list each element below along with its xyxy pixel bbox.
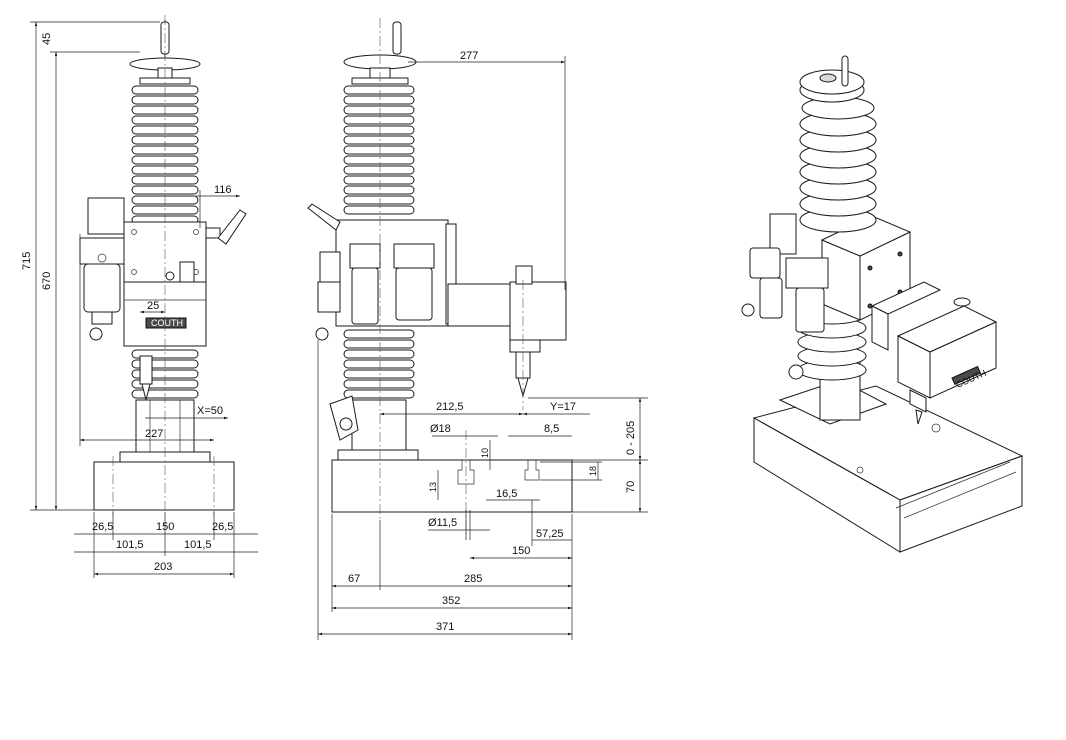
front-dimensions: 715 670 45 116 25 X=50 227 26,5 150 26,5… <box>21 21 258 578</box>
dim-150-side: 150 <box>512 545 530 557</box>
dim-352: 352 <box>442 595 460 607</box>
dim-101-5-right: 101,5 <box>184 539 212 551</box>
dim-212-5: 212,5 <box>436 401 464 413</box>
dim-y17: Y=17 <box>550 401 576 413</box>
dim-16-5: 16,5 <box>496 488 517 500</box>
dim-227: 227 <box>145 428 163 440</box>
dim-101-5-left: 101,5 <box>116 539 144 551</box>
dim-277: 277 <box>460 50 478 62</box>
dim-116: 116 <box>214 184 232 196</box>
side-dimensions: 277 212,5 Y=17 0 - 205 70 Ø18 8,5 10 18 … <box>317 50 648 640</box>
side-view <box>307 18 573 540</box>
dim-18: 18 <box>588 466 598 476</box>
dim-x50: X=50 <box>197 405 223 417</box>
isometric-view: COUTH <box>741 55 1024 553</box>
dim-715: 715 <box>21 252 33 270</box>
dim-150: 150 <box>156 521 174 533</box>
dim-d11-5: Ø11,5 <box>428 517 457 529</box>
dim-57-25: 57,25 <box>536 528 564 540</box>
dim-371: 371 <box>436 621 454 633</box>
dim-70: 70 <box>625 481 637 493</box>
dim-285: 285 <box>464 573 482 585</box>
front-view: COUTH <box>79 15 247 515</box>
dim-10: 10 <box>480 448 490 458</box>
dim-0-205: 0 - 205 <box>625 421 637 455</box>
dim-25: 25 <box>147 300 159 312</box>
front-brand-label: COUTH <box>151 318 183 328</box>
dim-d18: Ø18 <box>430 423 451 435</box>
dim-67: 67 <box>348 573 360 585</box>
dim-8-5: 8,5 <box>544 423 559 435</box>
dim-45: 45 <box>41 33 53 45</box>
dim-13: 13 <box>428 482 438 492</box>
dim-670: 670 <box>41 272 53 290</box>
dim-203: 203 <box>154 561 172 573</box>
dim-26-5-right: 26,5 <box>212 521 233 533</box>
dim-26-5-left: 26,5 <box>92 521 113 533</box>
